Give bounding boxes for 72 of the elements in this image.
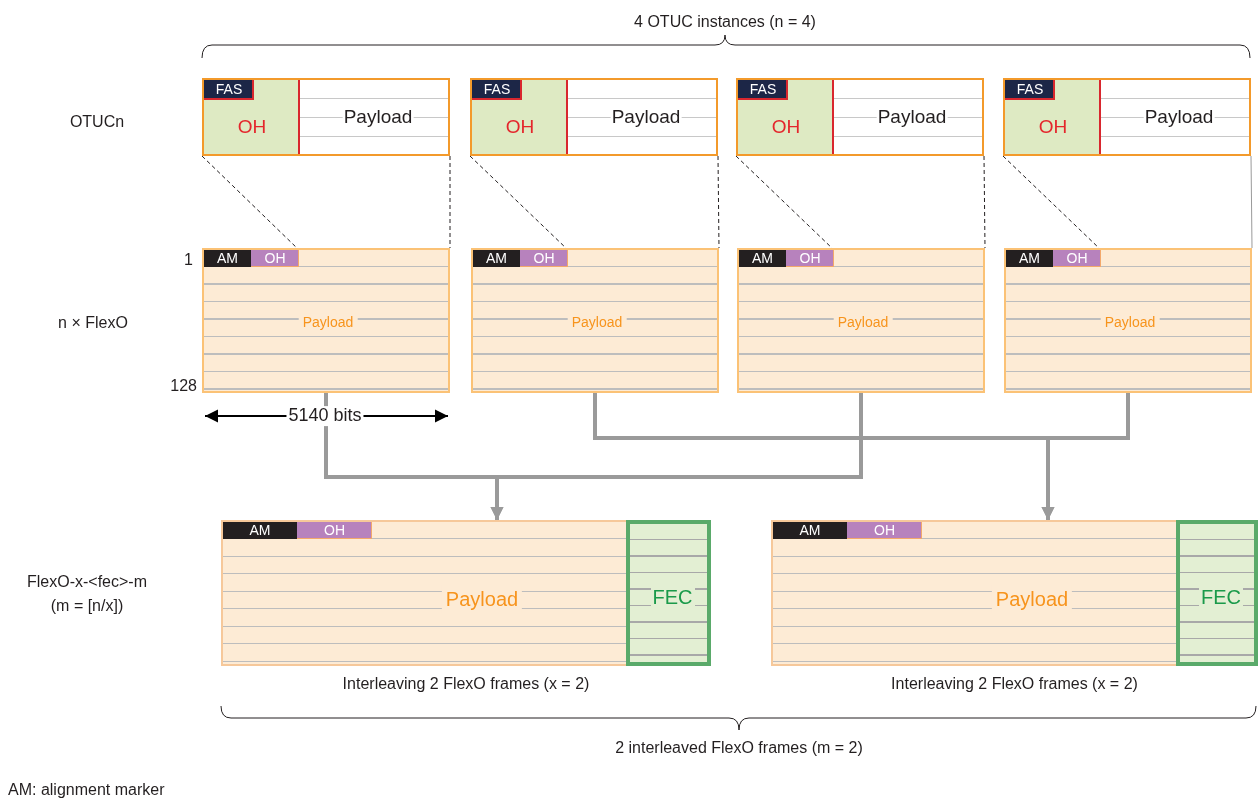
fec-field: [1176, 520, 1258, 666]
mapping-line: [1250, 155, 1253, 249]
field-label: OH: [237, 116, 267, 138]
overhead-field: [251, 250, 299, 267]
fas-field: [204, 80, 254, 100]
row-number: 128: [170, 377, 197, 395]
overhead-field: [204, 80, 300, 154]
field-label: Payload: [833, 313, 893, 333]
field-label: OH: [771, 116, 801, 138]
alignment-marker-field: [204, 250, 251, 267]
flexo-frame: [1004, 248, 1252, 393]
alignment-marker-field: [739, 250, 786, 267]
alignment-marker-field: [223, 522, 297, 539]
field-label: OH: [533, 250, 555, 267]
row-label: (m = [n/x]): [50, 597, 124, 615]
row-label: n × FlexO: [58, 314, 128, 332]
overhead-field: [847, 522, 922, 539]
mapping-line: [983, 155, 986, 249]
field-label: OH: [505, 116, 535, 138]
fas-field: [738, 80, 788, 100]
alignment-marker-field: [473, 250, 520, 267]
overhead-field: [1005, 80, 1101, 154]
row-label: OTUCn: [69, 113, 125, 131]
field-label: AM: [799, 522, 821, 539]
flexo-frame: [202, 248, 450, 393]
otuc-frame: [470, 78, 718, 156]
fas-field: [1005, 80, 1055, 100]
otuc-frame: [202, 78, 450, 156]
field-label: OH: [324, 522, 345, 539]
field-label: AM: [217, 250, 238, 267]
frame-caption: Interleaving 2 FlexO frames (x = 2): [342, 675, 590, 693]
field-label: AM: [1019, 250, 1040, 267]
mapping-line: [449, 155, 451, 249]
field-label: OH: [1038, 116, 1068, 138]
row-label: FlexO-x-<fec>-m: [27, 573, 147, 591]
field-label: AM: [486, 250, 507, 267]
field-label: Payload: [298, 313, 358, 333]
interleaved-frame: [771, 520, 1258, 666]
otuc-frame: [1003, 78, 1251, 156]
flexo-frame: [737, 248, 985, 393]
field-label: Payload: [567, 313, 627, 333]
field-label: FAS: [1016, 82, 1044, 98]
field-label: Payload: [1100, 313, 1160, 333]
alignment-marker-field: [1006, 250, 1053, 267]
overhead-field: [520, 250, 568, 267]
overhead-field: [786, 250, 834, 267]
legend-note: AM: alignment marker: [8, 781, 165, 799]
fec-field: [626, 520, 711, 666]
row-number: 1: [184, 251, 193, 269]
overhead-field: [472, 80, 568, 154]
field-label: FAS: [483, 82, 511, 98]
group-label: 4 OTUC instances (n = 4): [634, 13, 816, 31]
otuc-frame: [736, 78, 984, 156]
flexo-frame: [471, 248, 719, 393]
fas-field: [472, 80, 522, 100]
group-label: 2 interleaved FlexO frames (m = 2): [615, 739, 863, 757]
field-label: AM: [249, 522, 271, 539]
frame-caption: Interleaving 2 FlexO frames (x = 2): [891, 675, 1138, 693]
field-label: FAS: [215, 82, 243, 98]
field-label: OH: [799, 250, 821, 267]
overhead-field: [738, 80, 834, 154]
field-label: OH: [264, 250, 286, 267]
dimension-label: 5140 bits: [286, 406, 364, 426]
field-label: OH: [874, 522, 895, 539]
interleaved-frame: [221, 520, 711, 666]
overhead-field: [297, 522, 372, 539]
field-label: FAS: [749, 82, 777, 98]
alignment-marker-field: [773, 522, 847, 539]
mapping-line: [717, 155, 720, 249]
overhead-field: [1053, 250, 1101, 267]
field-label: AM: [752, 250, 773, 267]
field-label: OH: [1066, 250, 1088, 267]
